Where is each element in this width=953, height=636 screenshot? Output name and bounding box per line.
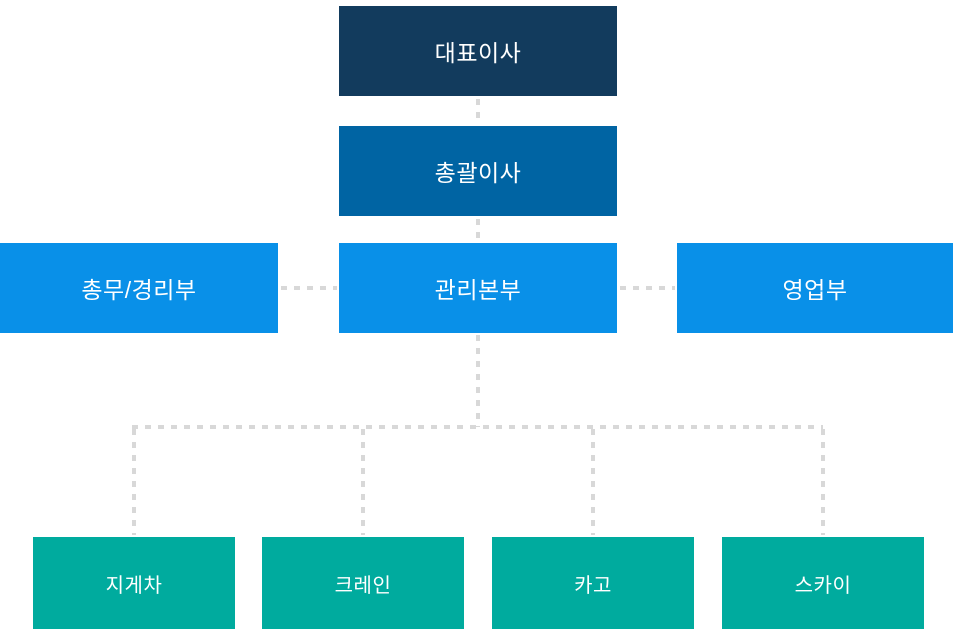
connector-bus-to-cargo	[591, 429, 595, 535]
org-node-sales: 영업부	[677, 243, 953, 333]
org-node-ceo: 대표이사	[339, 6, 617, 96]
connector-bus-to-sky	[821, 429, 825, 535]
connector-bus-to-crane	[361, 429, 365, 535]
connector-management-hq-to-general-affairs	[281, 286, 337, 290]
org-node-managing-director: 총괄이사	[339, 126, 617, 216]
connector-ceo-to-managing-director	[476, 99, 480, 125]
connector-management-hq-to-bus	[476, 335, 480, 427]
org-node-sky: 스카이	[722, 537, 924, 629]
connector-management-hq-to-sales	[620, 286, 675, 290]
org-node-management-hq: 관리본부	[339, 243, 617, 333]
org-node-forklift: 지게차	[33, 537, 235, 629]
org-node-cargo: 카고	[492, 537, 694, 629]
org-node-general-affairs-accounting: 총무/경리부	[0, 243, 278, 333]
connector-managing-director-to-management-hq	[476, 219, 480, 242]
org-node-crane: 크레인	[262, 537, 464, 629]
connector-bus	[132, 425, 823, 429]
connector-bus-to-forklift	[132, 429, 136, 535]
